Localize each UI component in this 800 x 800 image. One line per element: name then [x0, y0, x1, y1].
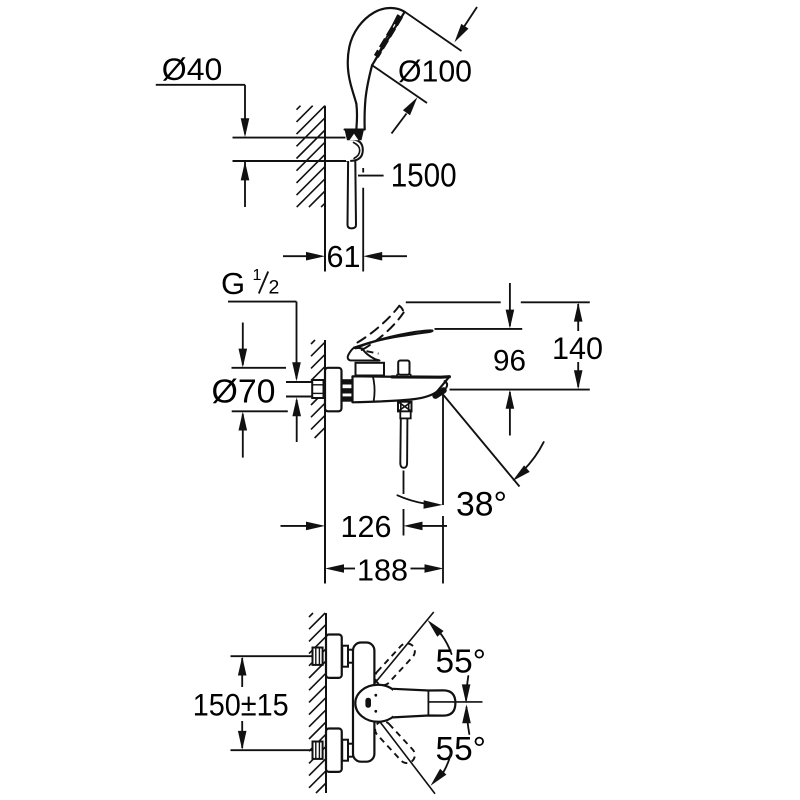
svg-text:61: 61: [327, 239, 361, 274]
svg-text:Ø40: Ø40: [162, 51, 223, 87]
svg-text:126: 126: [341, 509, 392, 544]
svg-text:150±15: 150±15: [193, 687, 289, 723]
svg-text:140: 140: [552, 330, 603, 366]
svg-text:1500: 1500: [391, 157, 457, 194]
svg-text:38°: 38°: [456, 486, 507, 524]
svg-text:Ø100: Ø100: [398, 54, 472, 89]
svg-text:188: 188: [357, 554, 408, 588]
svg-text:2: 2: [269, 277, 280, 299]
svg-text:1: 1: [253, 267, 262, 284]
svg-text:55°: 55°: [436, 731, 487, 768]
svg-text:96: 96: [493, 345, 526, 378]
svg-text:Ø70: Ø70: [212, 374, 276, 411]
svg-text:55°: 55°: [436, 644, 487, 681]
svg-text:G: G: [221, 266, 245, 301]
